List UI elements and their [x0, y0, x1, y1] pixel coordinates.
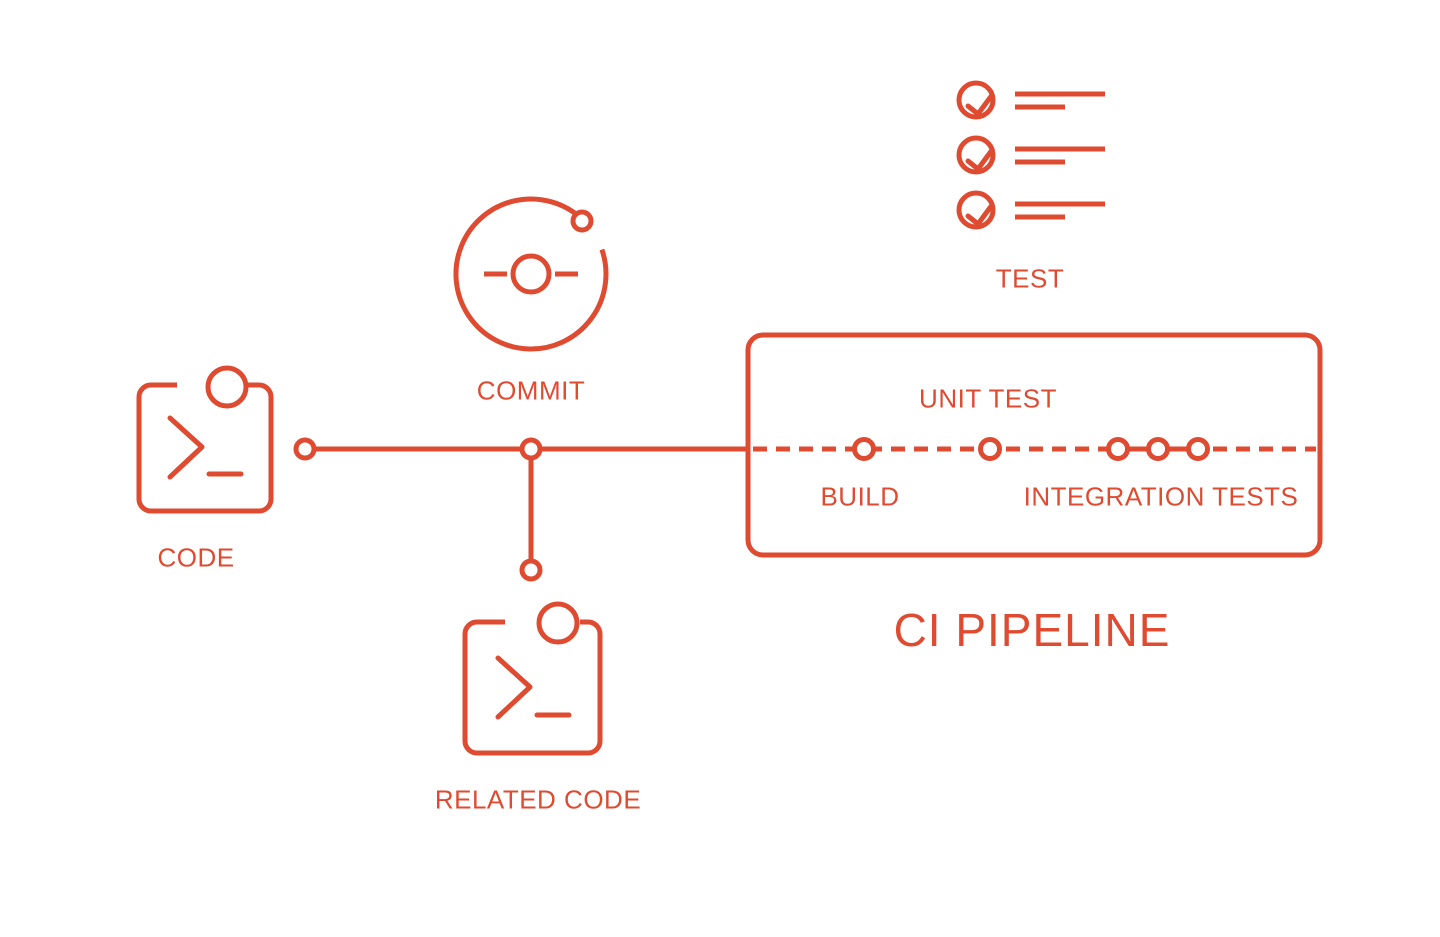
pipeline-node-integration-2 [1146, 437, 1170, 461]
unit-test-label: UNIT TEST [919, 383, 1057, 414]
integration-tests-label: INTEGRATION TESTS [1023, 481, 1299, 512]
pipeline-node-integration-1 [1106, 437, 1130, 461]
pipeline-box [745, 332, 1323, 558]
checkmark-icon [965, 92, 995, 117]
connector-lines [305, 446, 748, 561]
checklist-row-1 [956, 80, 1105, 120]
related-code-label: RELATED CODE [434, 784, 642, 815]
test-label: TEST [995, 263, 1065, 294]
connector-nodes [293, 437, 543, 582]
commit-junction-node [519, 437, 543, 461]
checklist-row-3 [956, 190, 1105, 230]
build-label: BUILD [820, 481, 900, 512]
pipeline-node-build [852, 437, 876, 461]
commit-icon [453, 196, 609, 352]
diagram-title: CI PIPELINE [893, 604, 1171, 656]
code-edge-node [293, 437, 317, 461]
commit-label: COMMIT [476, 375, 586, 406]
pipeline-node-integration-3 [1186, 437, 1210, 461]
checklist-row-2 [956, 135, 1105, 175]
pipeline-node-unit-test [978, 437, 1002, 461]
checkmark-icon [965, 147, 995, 172]
checkmark-icon [965, 202, 995, 227]
code-terminal-icon [136, 365, 274, 514]
code-label: CODE [157, 542, 235, 573]
related-code-terminal-icon [462, 601, 603, 756]
related-code-edge-node [519, 558, 543, 582]
test-checklist-icon [956, 80, 1105, 230]
